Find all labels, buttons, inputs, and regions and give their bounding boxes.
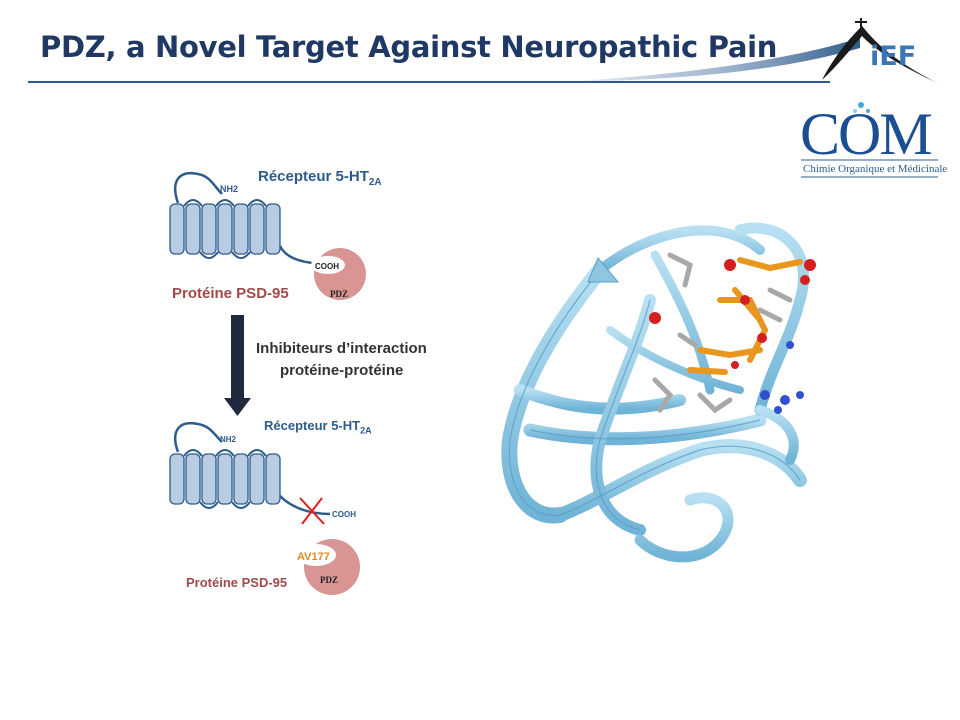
protein-label-bottom: Protéine PSD-95 <box>186 575 288 590</box>
com-logo-subtitle: Chimie Organique et Médicinale <box>803 163 948 175</box>
inhibitor-text-line2: protéine-protéine <box>280 362 404 379</box>
ligand-red-atoms <box>649 259 816 369</box>
svg-text:COOH: COOH <box>315 262 339 271</box>
strand-arrowhead <box>587 257 620 283</box>
protein-label-top: Protéine PSD-95 <box>172 285 289 302</box>
ligand-orange <box>687 257 803 375</box>
slide-title: PDZ, a Novel Target Against Neuropathic … <box>40 30 778 64</box>
receptor-label-bottom: Récepteur 5-HT2A <box>264 418 372 436</box>
ligand-blue-atoms <box>760 341 804 414</box>
svg-text:NH2: NH2 <box>220 435 237 444</box>
cross-mark <box>299 497 325 525</box>
svg-text:iEF: iEF <box>870 41 916 72</box>
ribbon-strands <box>501 222 810 563</box>
svg-text:NH2: NH2 <box>220 184 238 194</box>
side-chains-grey <box>652 252 793 414</box>
svg-text:COOH: COOH <box>332 510 356 519</box>
svg-text:PDZ: PDZ <box>320 575 338 585</box>
inhibitor-text-line1: Inhibiteurs d’interaction <box>256 340 427 357</box>
com-logo: COM <box>800 101 933 167</box>
header-swoosh <box>560 38 860 82</box>
transmembrane-helices-top <box>169 199 281 259</box>
receptor-label-top: Récepteur 5-HT2A <box>258 168 382 188</box>
ief-logo: iEF <box>822 18 940 84</box>
svg-text:AV177: AV177 <box>297 551 330 563</box>
transmembrane-helices-bottom <box>169 449 281 509</box>
svg-text:PDZ: PDZ <box>330 289 348 299</box>
ribbon-outlines <box>508 269 801 531</box>
